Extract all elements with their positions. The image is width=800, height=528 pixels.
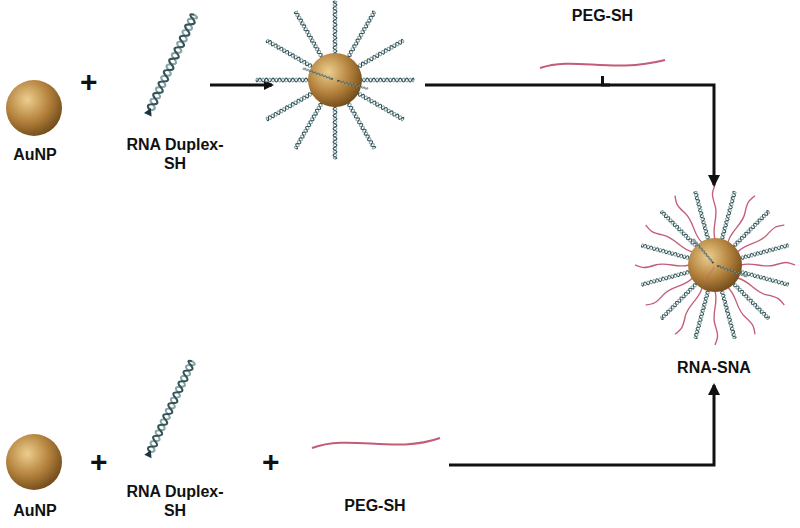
reaction-arrow: [603, 76, 715, 185]
reagent-label: PEG-SH: [535, 6, 670, 76]
reaction-arrow: [210, 84, 272, 87]
peg-strand: [540, 60, 665, 68]
rna-duplex: [144, 13, 198, 116]
node-text: PEG-SH: [344, 496, 405, 515]
particle-label: AuNP: [0, 498, 70, 522]
node-text: AuNP: [13, 145, 57, 164]
particle-label: AuNP: [0, 142, 70, 166]
node-text: AuNP: [13, 501, 57, 520]
node-text: PEG-SH: [572, 6, 633, 25]
product-label: RNA-SNA: [630, 185, 798, 385]
rna-coated-particle: [256, 1, 414, 159]
rna-sna-particle: [635, 185, 795, 345]
gold-nanoparticle: [6, 80, 62, 136]
reagent-label: PEG-SH: [305, 425, 445, 523]
node-text: RNA Duplex-SH: [123, 135, 227, 173]
plus-sign: +: [262, 446, 280, 478]
reagent-label: RNA Duplex-SH: [123, 478, 227, 524]
node-text: RNA Duplex-SH: [123, 482, 227, 520]
reaction-line: [425, 84, 610, 87]
plus-sign: +: [90, 446, 108, 478]
gold-nanoparticle: [6, 434, 62, 490]
reaction-arrow: [449, 385, 714, 465]
node-text: RNA-SNA: [677, 358, 751, 377]
peg-strand: [312, 438, 440, 448]
reagent-label: RNA Duplex-SH: [123, 132, 227, 176]
rna-duplex: [144, 360, 196, 459]
plus-sign: +: [80, 66, 98, 98]
